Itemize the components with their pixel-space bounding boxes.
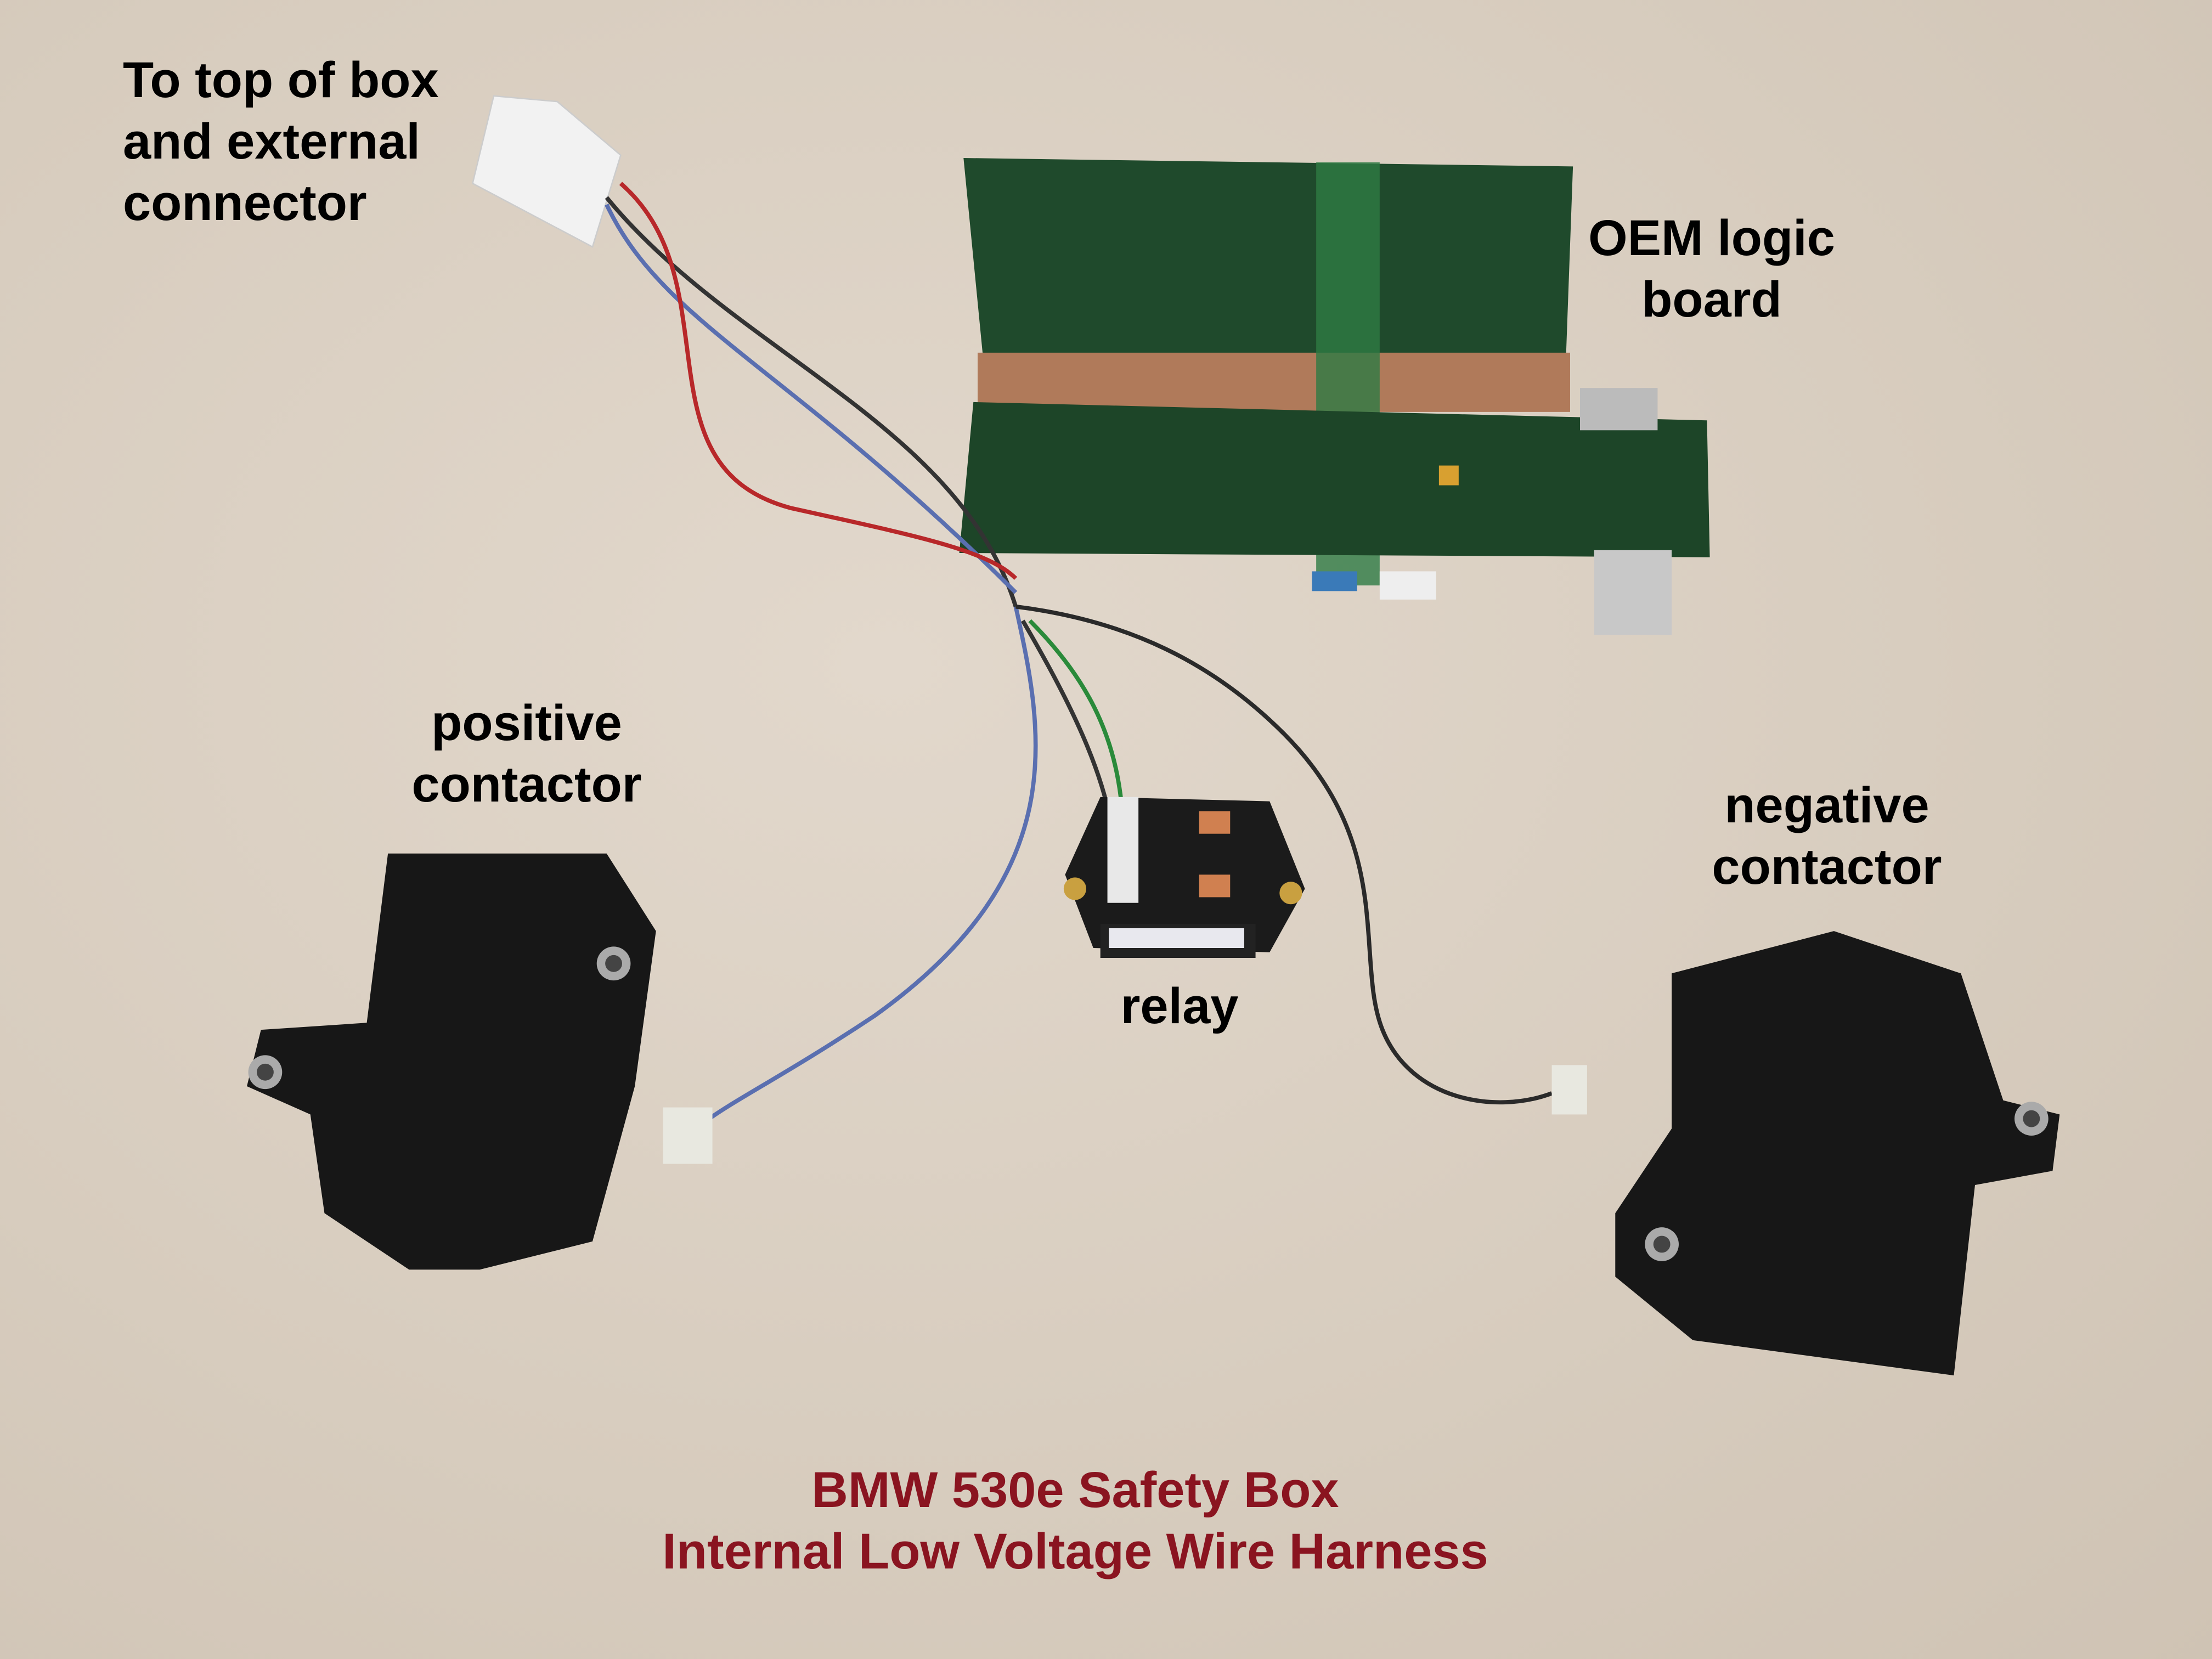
positive-contactor: [247, 853, 713, 1270]
label-line: OEM logic: [1588, 210, 1835, 266]
label-line: To top of box: [123, 52, 439, 108]
label-relay: relay: [1120, 978, 1239, 1034]
label-line: contactor: [1712, 839, 1942, 895]
label-line: connector: [123, 175, 367, 231]
label-line: board: [1641, 272, 1782, 328]
label-line: negative: [1724, 777, 1929, 833]
label-negative-contactor: negative contactor: [1684, 775, 1970, 898]
label-line: contactor: [411, 757, 642, 812]
label-line: and external: [123, 114, 420, 170]
caption-title: BMW 530e Safety Box Internal Low Voltage…: [0, 1459, 2151, 1582]
caption-line-2: Internal Low Voltage Wire Harness: [662, 1523, 1488, 1579]
caption-line-1: BMW 530e Safety Box: [811, 1462, 1339, 1518]
label-positive-contactor: positive contactor: [384, 692, 669, 815]
top-connector: [471, 95, 622, 248]
label-logic-board: OEM logic board: [1569, 207, 1854, 330]
label-line: positive: [431, 695, 622, 751]
negative-contactor: [1551, 931, 2060, 1376]
oem-logic-board: [959, 158, 1710, 635]
label-top-connector: To top of box and external connector: [123, 49, 439, 234]
relay: [1063, 797, 1305, 958]
